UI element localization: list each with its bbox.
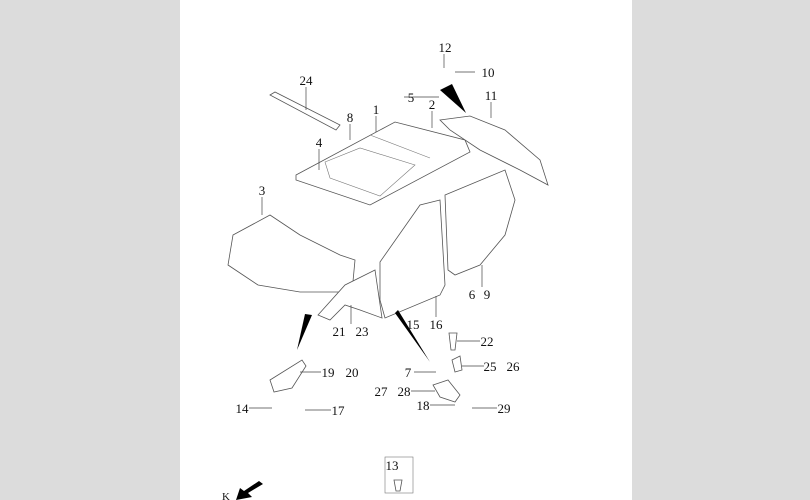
clip-13-part [393,479,403,492]
sunroof-opening [324,147,416,197]
direction-arrow-label: K [222,491,230,500]
callout-7: 7 [405,365,412,380]
callout-15: 15 [407,317,420,332]
hood-part [227,214,356,293]
callout-12: 12 [439,40,452,55]
callout-19: 19 [322,365,335,380]
callout-26: 26 [507,359,521,374]
rear-door-part [444,169,516,276]
callout-17: 17 [332,403,346,418]
callout-21: 21 [333,324,346,339]
callout-27: 27 [375,384,389,399]
leader-lines [249,54,497,411]
callout-22: 22 [481,334,494,349]
callout-25: 25 [484,359,497,374]
callout-18: 18 [417,398,430,413]
callout-24: 24 [300,73,314,88]
fender-part [317,269,383,321]
callout-11: 11 [485,88,498,103]
roof-panel-part [295,121,471,206]
bolt-22-part [448,332,458,351]
callout-28: 28 [398,384,411,399]
callout-3: 3 [259,183,266,198]
callout-9: 9 [484,287,491,302]
hood-hinge-part [269,359,307,393]
callout-4: 4 [316,135,323,150]
callout-13: 13 [386,458,399,473]
front-door-part [379,199,446,319]
door-hinge-upper-part [451,355,463,373]
callout-13-box [384,456,414,494]
callout-20: 20 [346,365,359,380]
callout-6: 6 [469,287,476,302]
callout-23: 23 [356,324,369,339]
callout-14: 14 [236,401,250,416]
tailgate-part [439,115,549,186]
callout-8: 8 [347,110,354,125]
callout-29: 29 [498,401,511,416]
roof-strip-part [269,91,341,131]
door-hinge-lower-part [432,379,461,403]
callout-5: 5 [408,90,415,105]
callout-10: 10 [482,65,495,80]
left-margin [0,0,180,500]
right-margin [632,0,810,500]
callout-2: 2 [429,97,436,112]
callout-1: 1 [373,102,380,117]
direction-arrow-icon [236,481,263,500]
callout-16: 16 [430,317,444,332]
